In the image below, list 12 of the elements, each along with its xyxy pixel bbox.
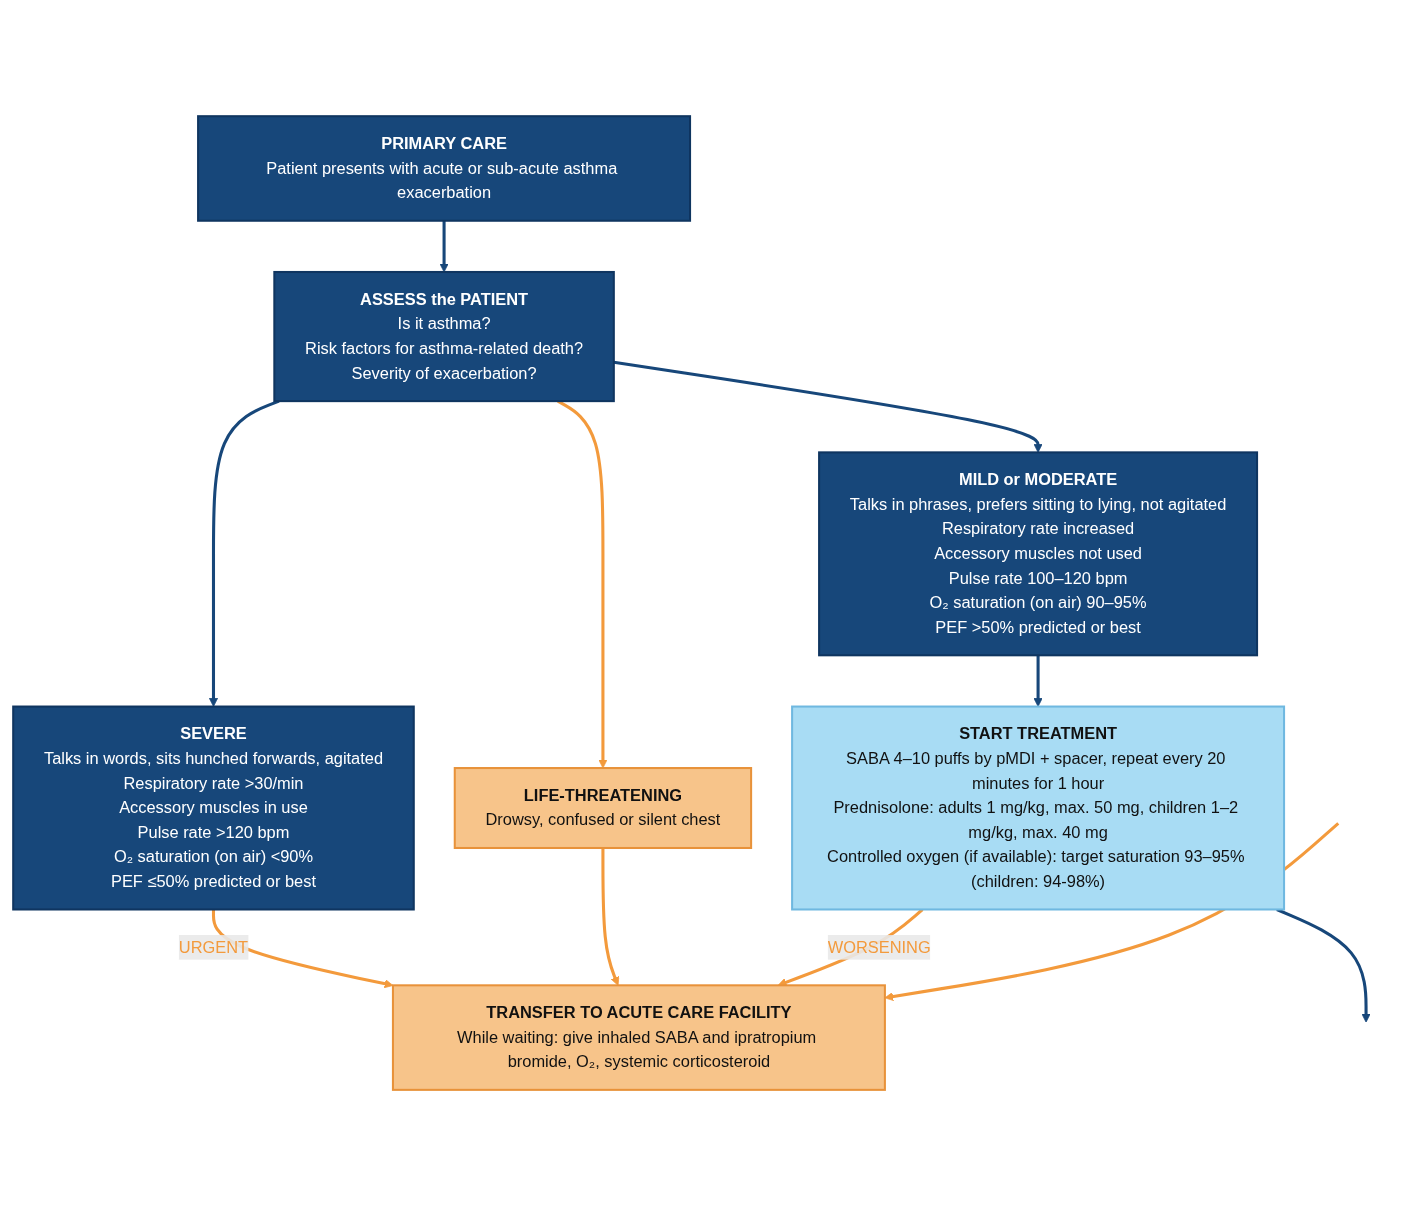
arrow <box>1033 655 1043 708</box>
node-box: ASSESS the PATIENT Is it asthma? Risk factors for asthma-related death? Severity of exacerbation? <box>273 271 615 403</box>
arrow <box>439 221 449 273</box>
node-box: SEVERE Talks in words, sits hunched forwards, agitated Respiratory rate >30/min Accessory muscles in use Pulse rate >120 bpm O₂ saturation (on air) <90% PEF ≤50% predicted or best <box>12 706 415 911</box>
node-box: LIFE-THREATENING Drowsy, confused or silent chest <box>453 767 753 850</box>
edge-label: URGENT <box>178 938 249 957</box>
node-box: TRANSFER TO ACUTE CARE FACILITY While waiting: give inhaled SABA and ipratropium bromide, O₂, systemic corticosteroid <box>391 984 886 1092</box>
arrow <box>208 400 280 708</box>
node-box: PRIMARY CARE Patient presents with acute or sub-acute asthma exacerbation <box>197 115 692 223</box>
node-box: START TREATMENT SABA 4–10 puffs by pMDI + spacer, repeat every 20 minutes for 1 hour Prednisolone: adults 1 mg/kg, max. 50 mg, children 1–2 mg/kg, max. 40 mg Controlled oxygen (if available): target saturation 93–95% (children: 94-98%) <box>791 706 1286 911</box>
edge-label: WORSENING <box>827 938 931 957</box>
node-box: MILD or MODERATE Talks in phrases, prefers sitting to lying, not agitated Respiratory rate increased Accessory muscles not used Pulse rate 100–120 bpm O₂ saturation (on air) 90–95% PEF >50% predicted or best <box>818 451 1259 657</box>
